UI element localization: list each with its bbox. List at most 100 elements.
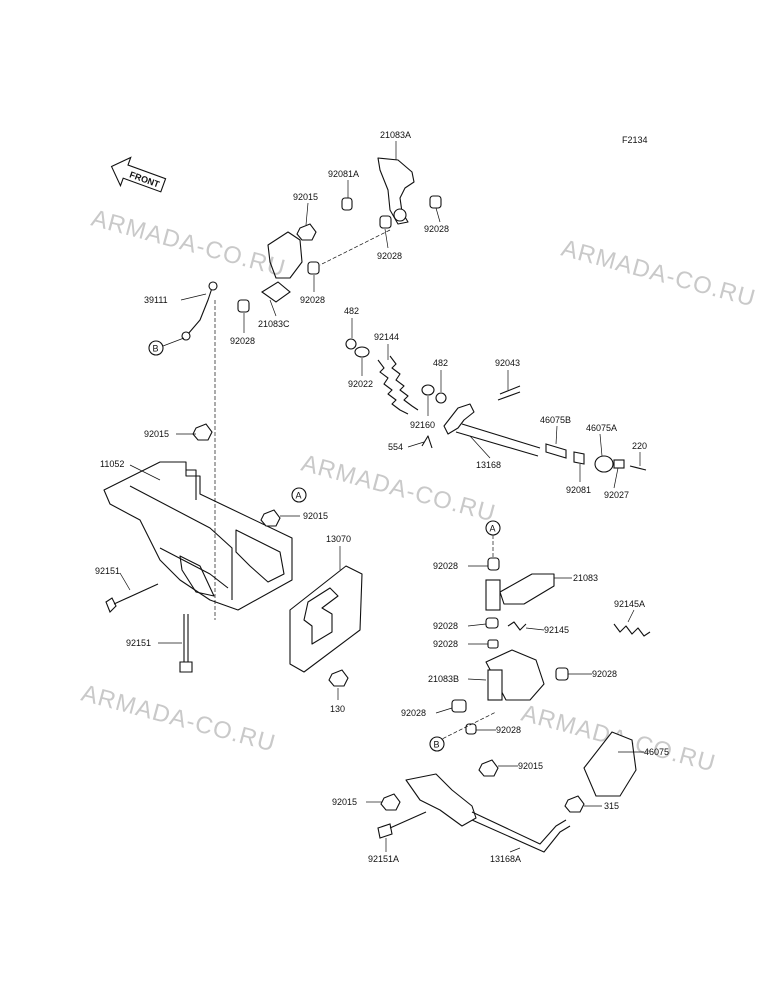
washer-92022 [354, 346, 370, 358]
ref-marker-b: B [148, 337, 185, 356]
collar-92081 [573, 451, 585, 465]
bushing-92028 [237, 299, 250, 313]
part-label[interactable]: 21083B [428, 674, 459, 684]
svg-text:B: B [153, 344, 159, 354]
front-arrow-icon: FRONT [110, 156, 167, 193]
part-label[interactable]: 92027 [604, 490, 629, 500]
frame-11052 [103, 461, 293, 611]
bushing-92028 [451, 699, 467, 713]
bolt-92151 [183, 614, 189, 662]
part-label[interactable]: 11052 [100, 459, 124, 469]
part-label[interactable]: 92015 [518, 761, 543, 771]
part-label[interactable]: 46075B [540, 415, 571, 425]
part-label[interactable]: 92028 [433, 621, 458, 631]
part-label[interactable]: 21083 [573, 573, 598, 583]
part-label[interactable]: 92145A [614, 599, 645, 609]
svg-text:B: B [434, 740, 440, 750]
part-label[interactable]: 482 [433, 358, 448, 368]
part-label[interactable]: 46075A [586, 423, 617, 433]
part-label[interactable]: 21083C [258, 319, 290, 329]
part-label[interactable]: 92015 [303, 511, 328, 521]
part-label[interactable]: 92151 [126, 638, 151, 648]
part-label[interactable]: 92160 [410, 420, 435, 430]
nut-92015 [260, 509, 281, 527]
svg-text:A: A [490, 524, 496, 534]
part-label[interactable]: 92022 [348, 379, 373, 389]
part-label[interactable]: 92144 [374, 332, 399, 342]
bushing-92028 [307, 261, 320, 275]
part-label[interactable]: 92028 [496, 725, 521, 735]
bushing-92028 [555, 667, 569, 681]
bushing-92028 [487, 557, 500, 571]
nut-92015 [296, 223, 317, 241]
part-label[interactable]: 554 [388, 442, 403, 452]
part-label[interactable]: 92028 [300, 295, 325, 305]
part-label[interactable]: 21083A [380, 130, 411, 140]
part-label[interactable]: 92028 [433, 561, 458, 571]
part-46075B [545, 443, 567, 459]
part-label[interactable]: 92015 [332, 797, 357, 807]
part-label[interactable]: 130 [330, 704, 345, 714]
part-label[interactable]: 92145 [544, 625, 569, 635]
ref-marker-a: A [291, 487, 307, 503]
leader-lines [119, 141, 644, 853]
part-label[interactable]: 92028 [230, 336, 255, 346]
part-label[interactable]: 46075 [644, 747, 669, 757]
bushing-92028 [485, 617, 499, 629]
part-label[interactable]: 13168A [490, 854, 521, 864]
part-label[interactable]: 92028 [433, 639, 458, 649]
watermark: ARMADA-CO.RU [558, 235, 758, 313]
spring-92145 [507, 621, 527, 631]
part-label[interactable]: 92015 [293, 192, 318, 202]
spring-92144 [377, 355, 419, 415]
part-label[interactable]: 92028 [377, 251, 402, 261]
rod-39111 [187, 287, 213, 335]
part-label[interactable]: 13168 [476, 460, 501, 470]
bolt-92151A [377, 823, 393, 839]
plate-13070 [289, 565, 363, 673]
pin-554 [421, 435, 433, 449]
part-label[interactable]: 39111 [144, 295, 168, 305]
clip-482 [435, 392, 447, 404]
bushing-92028 [379, 215, 392, 229]
rod-end [208, 281, 218, 291]
shaft-13168 [443, 403, 541, 457]
part-label[interactable]: 92028 [424, 224, 449, 234]
part-label[interactable]: 92028 [401, 708, 426, 718]
part-label[interactable]: 92015 [144, 429, 169, 439]
bolt-92151 [113, 583, 159, 605]
bracket-21083B [485, 649, 545, 701]
pedal-13168A [405, 773, 571, 853]
pin-92027 [613, 459, 625, 469]
part-label[interactable]: 92028 [592, 669, 617, 679]
bolt-92043 [497, 385, 521, 401]
pad-46075 [583, 731, 637, 797]
watermark: ARMADA-CO.RU [78, 680, 278, 758]
watermark: ARMADA-CO.RU [298, 450, 498, 528]
bolt-92151A [389, 811, 427, 829]
collar-92081A [341, 197, 353, 211]
part-label[interactable]: 482 [344, 306, 359, 316]
part-label[interactable]: 92081A [328, 169, 359, 179]
nut-92015 [192, 423, 213, 441]
bracket-21083 [499, 573, 555, 605]
sleeve-21083C [261, 281, 291, 303]
part-label[interactable]: 92081 [566, 485, 591, 495]
part-label[interactable]: 92151A [368, 854, 399, 864]
part-label[interactable]: 315 [604, 801, 619, 811]
part-label[interactable]: 92151 [95, 566, 120, 576]
part-46075A [594, 455, 614, 473]
washer-92160 [421, 384, 435, 396]
part-label[interactable]: 13070 [326, 534, 351, 544]
bracket-arm [267, 231, 303, 279]
part-label[interactable]: 92043 [495, 358, 520, 368]
bushing-92028 [429, 195, 442, 209]
clip-482 [345, 338, 357, 350]
rod-end [181, 331, 191, 341]
ref-marker-a: A [485, 520, 501, 536]
svg-text:A: A [296, 491, 302, 501]
nut-130 [328, 669, 349, 687]
part-label[interactable]: 220 [632, 441, 647, 451]
bolt-220 [629, 465, 647, 471]
